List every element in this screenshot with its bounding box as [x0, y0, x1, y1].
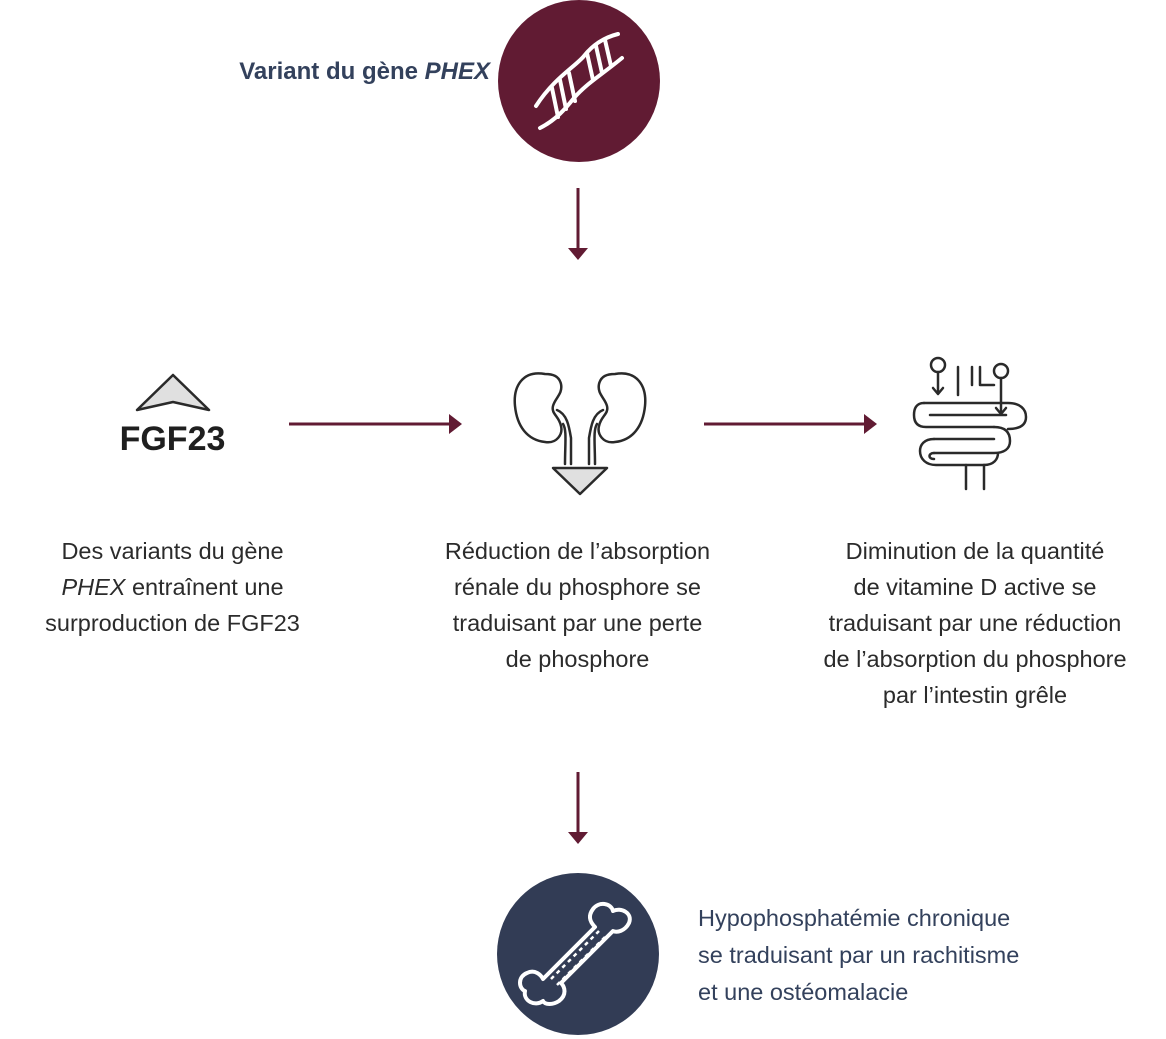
description-intestine-line5: par l’intestin grêle	[882, 682, 1068, 708]
bone-circle	[497, 873, 659, 1035]
arrow-right-1	[289, 414, 462, 434]
description-fgf23-gene: PHEX	[61, 574, 126, 600]
outcome-line2: se traduisant par un rachitisme	[698, 942, 1020, 968]
gene-variant-label: Variant du gène PHEX	[160, 58, 490, 86]
kidney-icon	[513, 372, 647, 496]
dna-icon	[534, 32, 624, 130]
description-fgf23-line3: surproduction de FGF23	[45, 610, 300, 636]
outcome-line1: Hypophosphatémie chronique	[698, 905, 1011, 931]
outcome-line3: et une ostéomalacie	[698, 979, 909, 1005]
description-fgf23-line1: Des variants du gène	[61, 538, 284, 564]
description-intestine-line1: Diminution de la quantité	[845, 538, 1105, 564]
description-kidney-line2: rénale du phosphore se	[454, 574, 701, 600]
arrow-right-2	[704, 414, 877, 434]
arrow-down-2	[568, 772, 588, 844]
fgf23-label: FGF23	[119, 420, 226, 458]
description-kidney-line1: Réduction de l’absorption	[444, 538, 711, 564]
gene-variant-label-gene: PHEX	[424, 58, 490, 85]
arrow-down-1	[568, 188, 588, 260]
bone-icon	[518, 902, 632, 1006]
description-kidney-line4: de phosphore	[505, 646, 650, 672]
dna-circle	[498, 0, 660, 162]
description-kidney: Réduction de l’absorption rénale du phos…	[405, 533, 750, 677]
description-kidney-line3: traduisant par une perte	[452, 610, 703, 636]
description-intestine: Diminution de la quantité de vitamine D …	[790, 533, 1160, 713]
intestine-icon	[912, 356, 1028, 491]
outcome-description: Hypophosphatémie chronique se traduisant…	[698, 900, 1128, 1011]
fgf23-up-arrow-icon	[135, 373, 211, 412]
gene-variant-label-text: Variant du gène	[239, 58, 425, 85]
description-fgf23: Des variants du gène PHEX entraînent une…	[10, 533, 335, 641]
description-fgf23-line2: PHEX entraînent une	[10, 569, 335, 605]
description-fgf23-line2-rest: entraînent une	[125, 574, 284, 600]
description-intestine-line3: traduisant par une réduction	[828, 610, 1122, 636]
description-intestine-line2: de vitamine D active se	[853, 574, 1097, 600]
description-intestine-line4: de l’absorption du phosphore	[823, 646, 1127, 672]
